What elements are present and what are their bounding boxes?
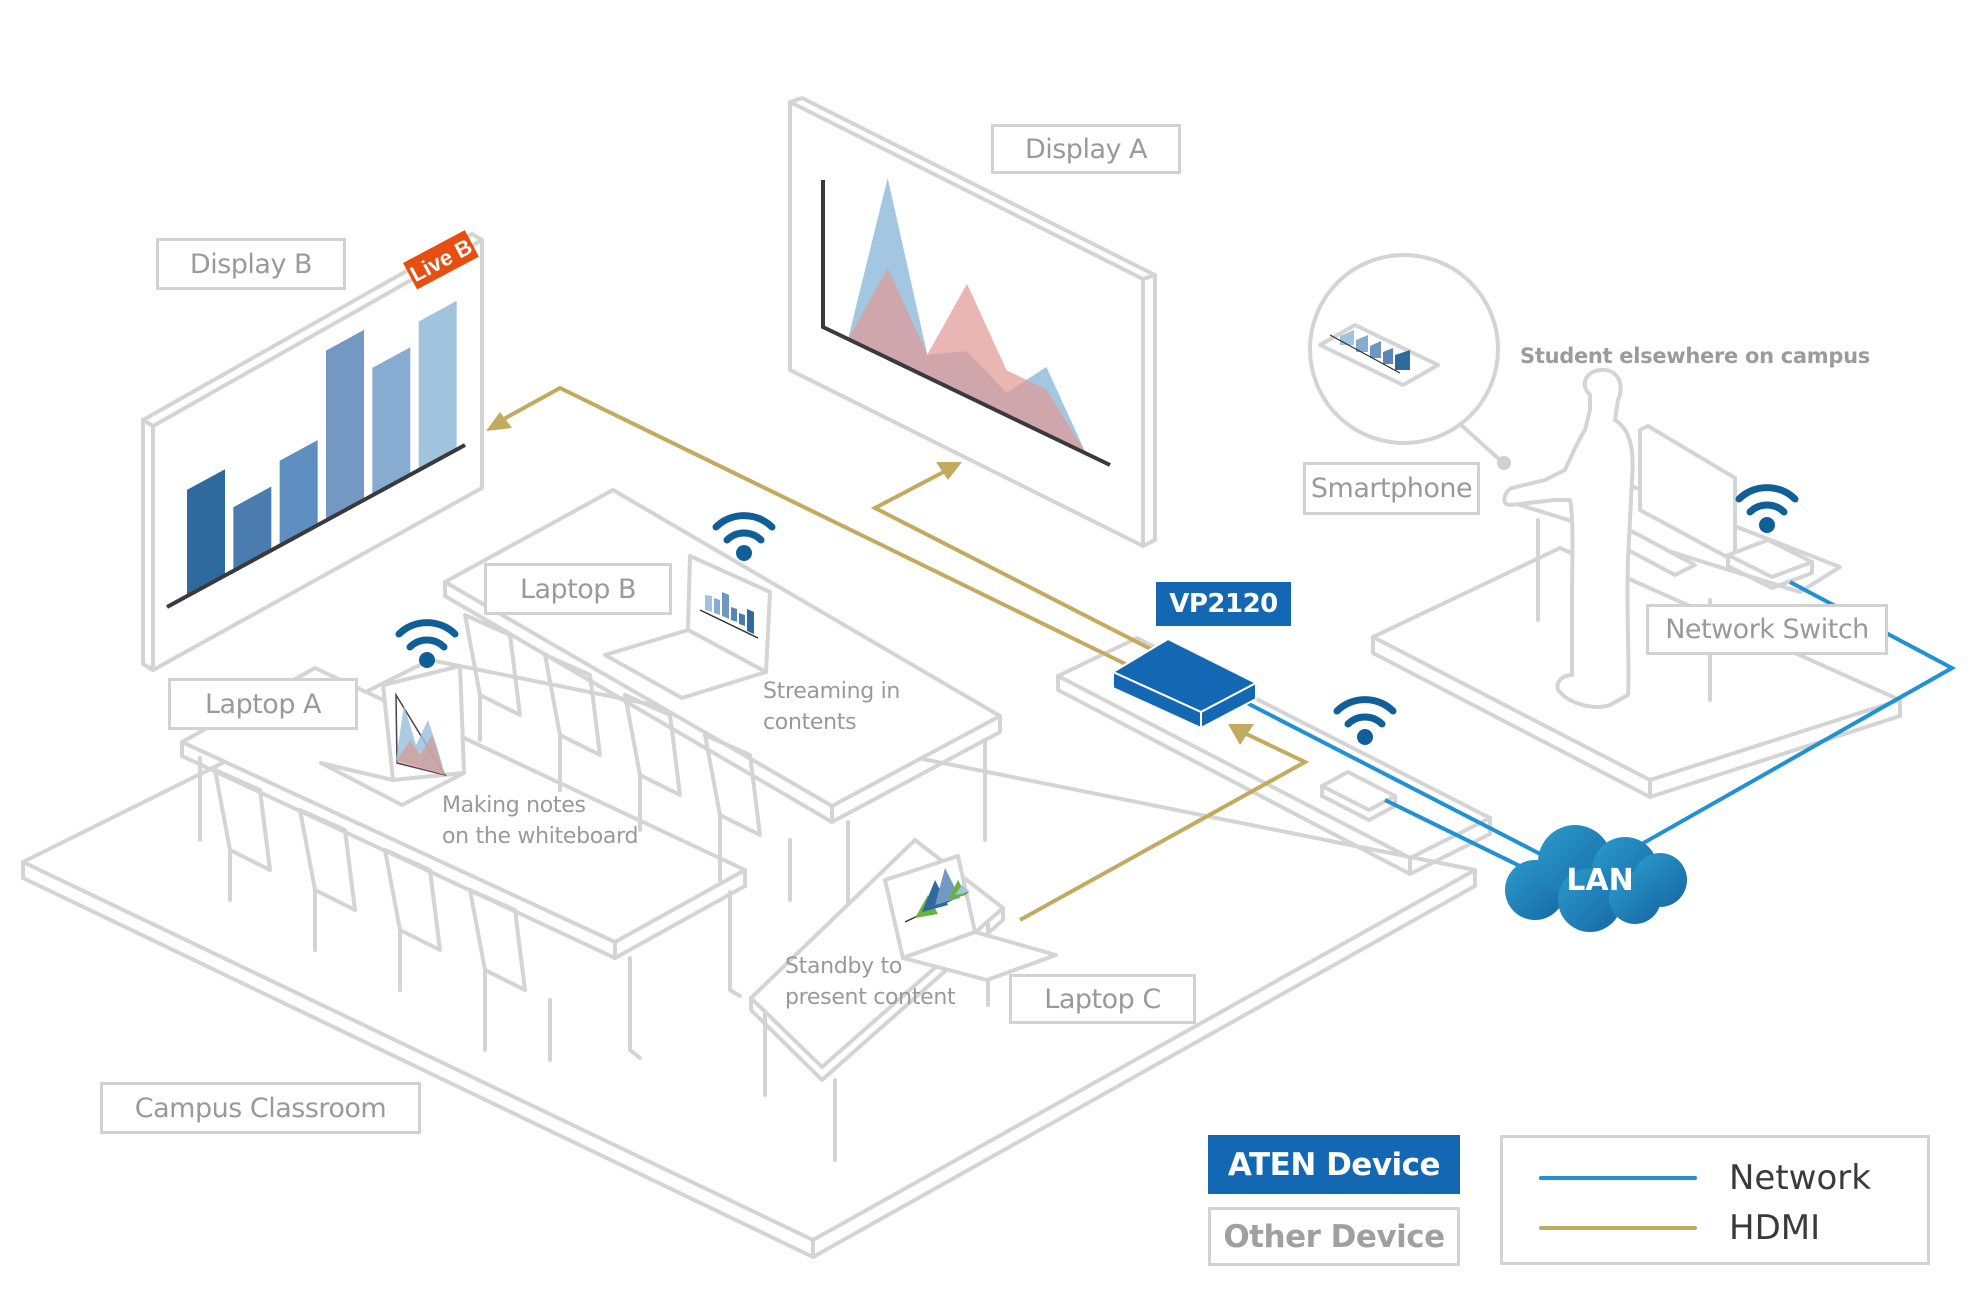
laptop-a xyxy=(319,664,466,807)
laptop-a-label: Laptop A xyxy=(168,678,358,730)
display-b-bar xyxy=(326,329,364,521)
display-b: Live B xyxy=(141,230,484,672)
chairs-row-a xyxy=(213,768,552,1062)
display-a-axes xyxy=(821,180,1111,467)
chairs-row-b xyxy=(463,613,792,902)
laptop-b-note: Streaming in contents xyxy=(763,679,901,735)
lan-label: LAN xyxy=(1566,863,1633,898)
display-b-axis xyxy=(166,443,466,609)
magnifier-pointer-dot xyxy=(1497,456,1511,470)
lan-cloud: LAN xyxy=(1505,825,1687,932)
vp2120-device xyxy=(1110,637,1259,730)
connection-legend: Network HDMI xyxy=(1500,1135,1930,1265)
student-note: Student elsewhere on campus xyxy=(1520,344,1870,368)
student-platform xyxy=(1371,546,1902,799)
display-b-bar xyxy=(279,440,318,546)
legend-swatch-network xyxy=(1539,1176,1697,1180)
laptop-a-note: Making notes on the whiteboard xyxy=(442,793,639,849)
display-a-area-red xyxy=(848,268,1086,454)
legend-row-hdmi: HDMI xyxy=(1539,1208,1820,1248)
laptop-c xyxy=(883,854,1058,982)
wifi-icon-network-switch xyxy=(1735,484,1799,533)
display-b-bar xyxy=(187,469,225,597)
display-a-area-chart xyxy=(821,178,1111,467)
network-line-vp2120-lan xyxy=(1246,701,1549,860)
laptop-c-note: Standby to present content xyxy=(785,954,956,1010)
hdmi-connections xyxy=(486,385,1310,922)
laptop-c-label: Laptop C xyxy=(1009,974,1196,1024)
laptop-b xyxy=(603,554,772,700)
network-switch-label: Network Switch xyxy=(1646,604,1888,655)
hdmi-arrow-vp2120 xyxy=(1228,724,1254,745)
smartphone-chart xyxy=(1329,330,1410,374)
hdmi-arrow-display-a xyxy=(936,462,962,480)
hdmi-line-display-b xyxy=(492,385,1151,678)
legend-aten-device: ATEN Device xyxy=(1208,1135,1460,1194)
wifi-icon-laptop-a xyxy=(395,619,459,668)
display-b-label: Display B xyxy=(156,238,346,290)
wifi-icon-laptop-b xyxy=(712,512,776,561)
desk-row-a xyxy=(180,666,747,1062)
display-b-bar xyxy=(418,300,457,471)
campus-classroom-label: Campus Classroom xyxy=(100,1082,421,1134)
smartphone-magnifier xyxy=(1308,253,1511,470)
display-a xyxy=(788,96,1157,548)
legend-label-hdmi: HDMI xyxy=(1729,1208,1821,1248)
vp2120-label: VP2120 xyxy=(1156,582,1291,626)
legend-row-network: Network xyxy=(1539,1158,1871,1198)
legend-swatch-hdmi xyxy=(1539,1226,1697,1230)
legend-label-network: Network xyxy=(1729,1158,1871,1198)
legend-other-device: Other Device xyxy=(1208,1207,1460,1266)
wifi-icon-access-point xyxy=(1333,696,1397,745)
network-line-ap-lan xyxy=(1384,798,1529,872)
live-b-badge-bg xyxy=(403,230,479,290)
student-figure xyxy=(1502,367,1635,709)
hdmi-line-laptop-c xyxy=(1019,728,1310,922)
smartphone-label: Smartphone xyxy=(1303,462,1480,515)
display-a-label: Display A xyxy=(991,124,1181,174)
display-b-bar-chart xyxy=(166,300,466,609)
display-b-bar xyxy=(233,486,272,571)
display-b-bar xyxy=(372,347,411,496)
hdmi-line-display-a xyxy=(870,464,1181,666)
laptop-b-label: Laptop B xyxy=(484,563,672,615)
hdmi-arrow-display-b xyxy=(486,412,512,431)
